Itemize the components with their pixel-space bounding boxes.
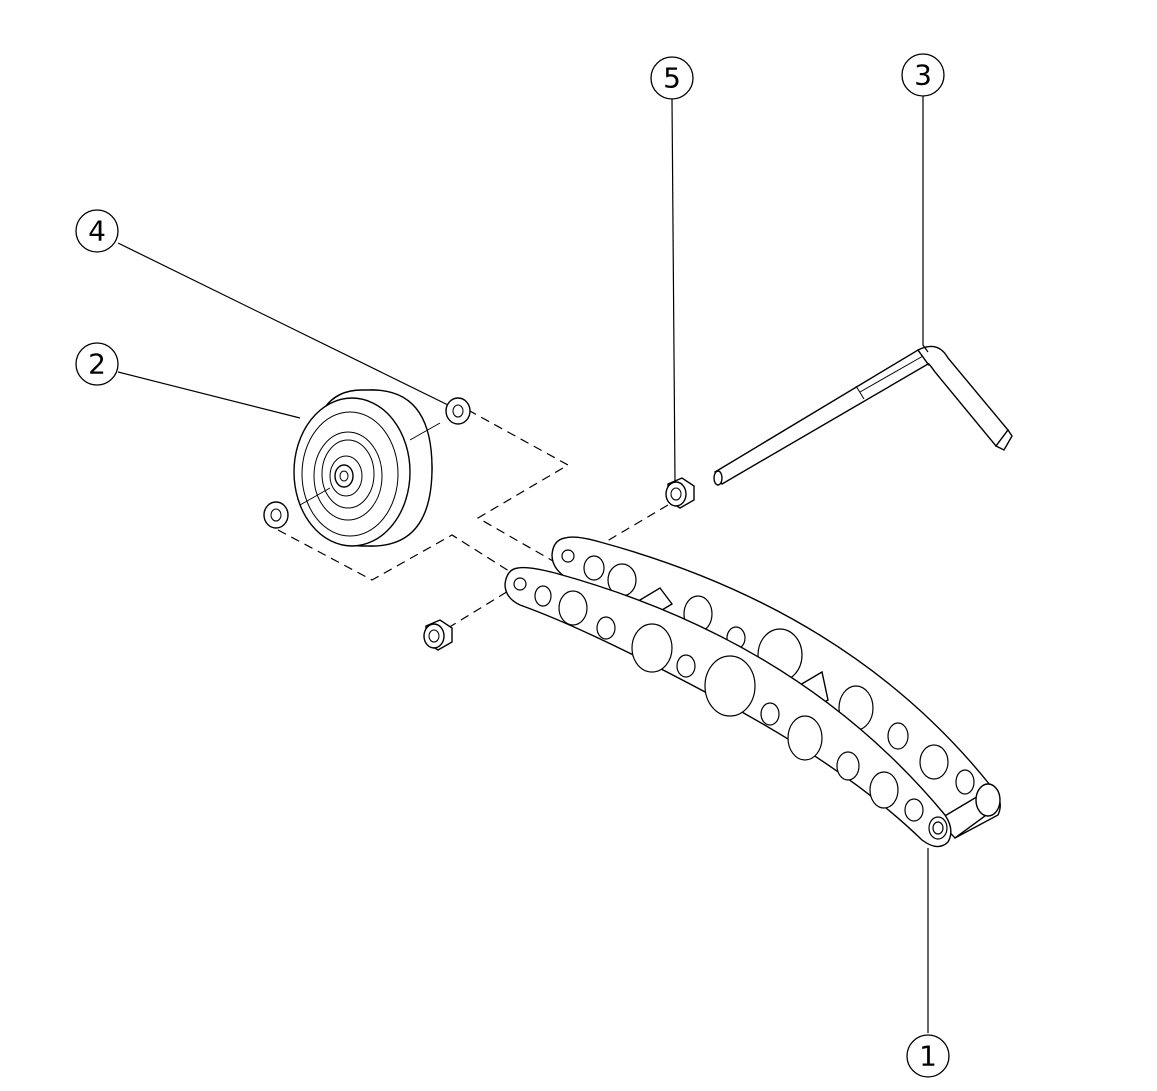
callout-2-label: 2 <box>88 348 106 381</box>
callout-3: 3 <box>901 53 945 97</box>
callout-1-label: 1 <box>919 1040 937 1073</box>
callout-3-label: 3 <box>914 59 932 92</box>
callout-1: 1 <box>906 1034 950 1078</box>
washer-lower <box>263 501 289 529</box>
callout-4: 4 <box>75 209 119 253</box>
wheel-part-2 <box>293 389 441 547</box>
washer-upper <box>445 397 471 425</box>
lock-nut-lower <box>423 619 453 651</box>
axle-rod-part-3 <box>713 345 1013 486</box>
callout-2: 2 <box>75 342 119 386</box>
callout-5: 5 <box>650 56 694 100</box>
leader-lines <box>117 96 929 1033</box>
lock-nut-upper <box>665 477 695 509</box>
callout-4-label: 4 <box>88 215 106 248</box>
side-plates-part-1 <box>504 536 1002 848</box>
callout-5-label: 5 <box>663 62 681 95</box>
